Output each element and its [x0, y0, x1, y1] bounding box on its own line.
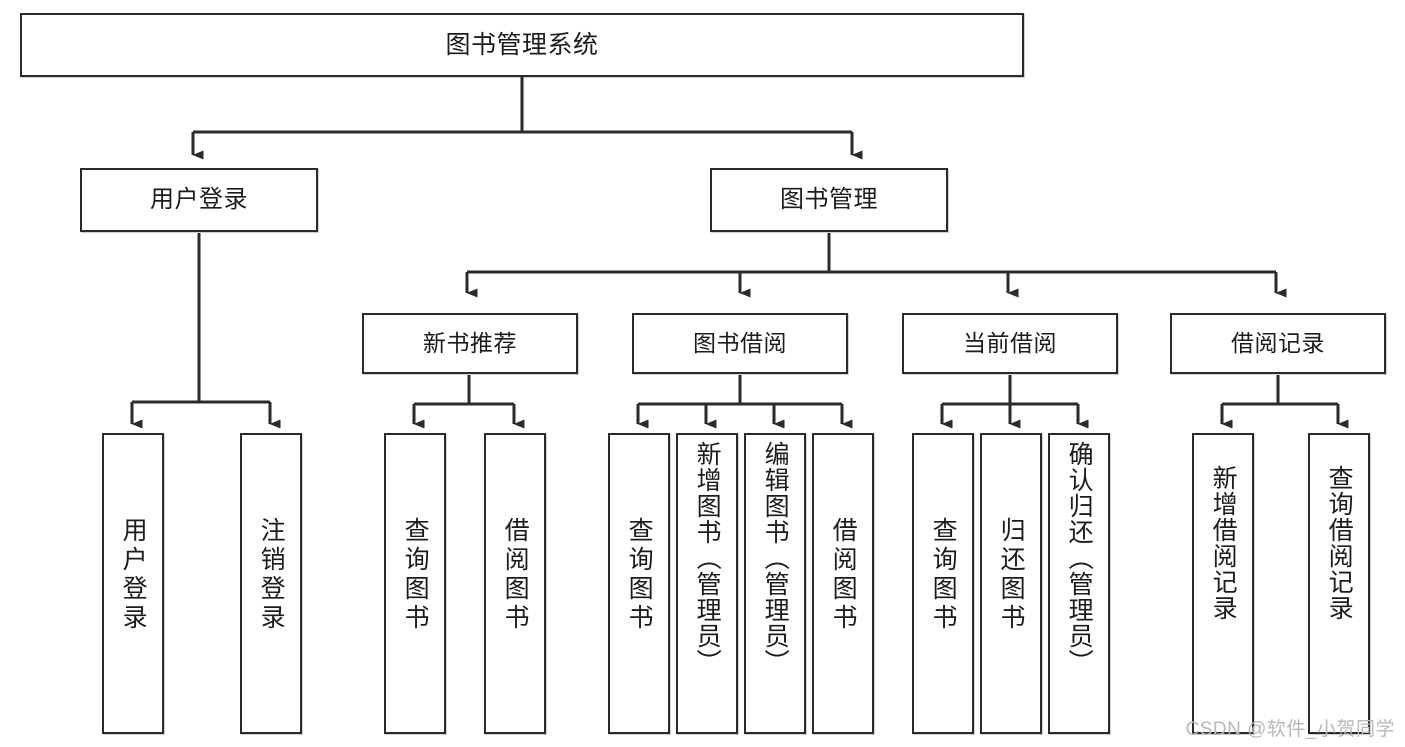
- csdn-watermark: CSDN @软件_小贺同学: [1185, 719, 1395, 740]
- leaf-borrow-book-recommend[interactable]: 借阅图书: [484, 433, 546, 734]
- node-label: 图书管理: [780, 186, 878, 214]
- leaf-query-borrow-record[interactable]: 查询借阅记录: [1308, 433, 1370, 734]
- leaf-user-login[interactable]: 用户登录: [102, 433, 164, 734]
- leaf-add-borrow-record[interactable]: 新增借阅记录: [1192, 433, 1254, 734]
- node-label: 新增图书（管理员）: [693, 441, 722, 675]
- node-label: 借阅图书: [829, 517, 858, 633]
- leaf-query-book-current[interactable]: 查询图书: [912, 433, 974, 734]
- node-label: 图书借阅: [693, 330, 787, 357]
- leaf-query-book-recommend[interactable]: 查询图书: [384, 433, 446, 734]
- edge-current-borrow-to-leaves: [940, 375, 1089, 429]
- leaf-borrow-book[interactable]: 借阅图书: [812, 433, 874, 734]
- node-label: 注销登录: [257, 517, 286, 633]
- leaf-query-book-borrow[interactable]: 查询图书: [608, 433, 670, 734]
- node-label: 用户登录: [150, 186, 248, 214]
- node-book-management-system[interactable]: 图书管理系统: [20, 13, 1024, 77]
- node-label: 查询借阅记录: [1325, 465, 1354, 621]
- node-label: 图书管理系统: [445, 30, 599, 59]
- node-label: 查询图书: [401, 517, 430, 633]
- edge-user-login-to-leaves: [130, 233, 281, 429]
- node-label: 确认归还（管理员）: [1065, 441, 1094, 675]
- node-book-management[interactable]: 图书管理: [710, 168, 948, 232]
- node-current-borrow[interactable]: 当前借阅: [902, 313, 1118, 374]
- node-label: 归还图书: [997, 517, 1026, 633]
- leaf-return-book[interactable]: 归还图书: [980, 433, 1042, 734]
- leaf-confirm-return-admin[interactable]: 确认归还（管理员）: [1048, 433, 1110, 734]
- node-label: 新增借阅记录: [1209, 465, 1238, 621]
- edge-new-book-to-leaves: [412, 375, 525, 429]
- node-label: 当前借阅: [963, 330, 1057, 357]
- node-borrow-record[interactable]: 借阅记录: [1170, 313, 1386, 374]
- edge-book-manage-to-level3: [465, 233, 1287, 298]
- node-label: 借阅记录: [1231, 330, 1325, 357]
- node-user-login[interactable]: 用户登录: [80, 168, 318, 232]
- edge-borrow-record-to-leaves: [1220, 375, 1349, 429]
- leaf-logout[interactable]: 注销登录: [240, 433, 302, 734]
- node-label: 编辑图书（管理员）: [761, 441, 790, 675]
- node-new-book-recommend[interactable]: 新书推荐: [362, 313, 578, 374]
- node-label: 用户登录: [119, 517, 148, 633]
- edge-book-borrow-to-leaves: [636, 375, 853, 429]
- node-label: 新书推荐: [423, 330, 517, 357]
- node-label: 查询图书: [929, 517, 958, 633]
- leaf-add-book-admin[interactable]: 新增图书（管理员）: [676, 433, 738, 734]
- node-label: 查询图书: [625, 517, 654, 633]
- node-label: 借阅图书: [501, 517, 530, 633]
- leaf-edit-book-admin[interactable]: 编辑图书（管理员）: [744, 433, 806, 734]
- node-book-borrow[interactable]: 图书借阅: [632, 313, 848, 374]
- edge-root-to-level2: [191, 77, 863, 160]
